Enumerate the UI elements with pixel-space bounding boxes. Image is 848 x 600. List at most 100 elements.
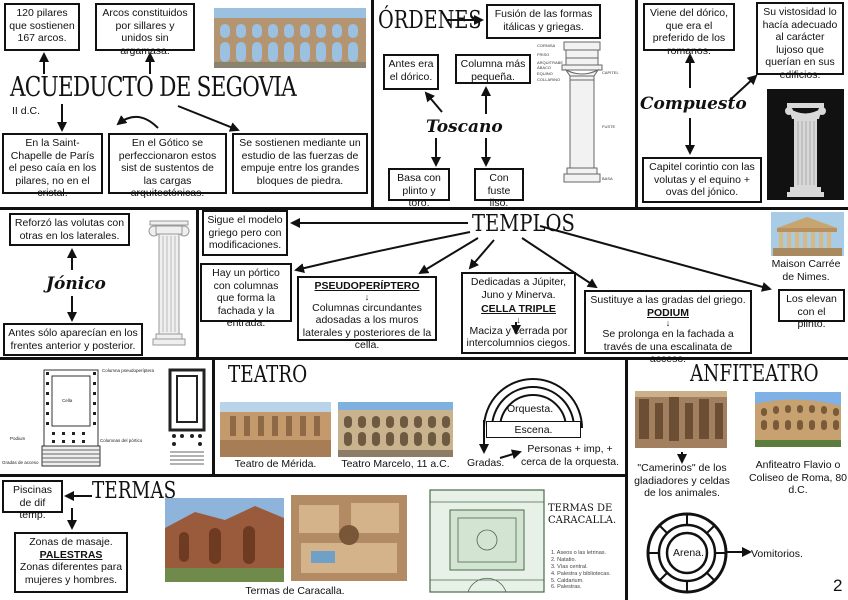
teatro-orquesta-label: Orquesta. <box>507 403 554 415</box>
teatro-escena-note: Escena. <box>486 421 581 438</box>
coliseo-caption: Anfiteatro Flavio o Coliseo de Roma, 80 … <box>748 459 848 497</box>
acueducto-title: ACUEDUCTO DE SEGOVIA <box>10 72 297 103</box>
page-number: 2 <box>833 576 843 595</box>
anfiteatro-title: ANFITEATRO <box>690 361 819 387</box>
templos-model-text: Sigue el modelo griego pero con modifica… <box>207 214 283 252</box>
acueducto-date: II d.C. <box>12 105 41 117</box>
diagram-label-abaco: ÁBACO <box>537 65 551 70</box>
caracalla-plan-item: 1. Aseos o las letrinas. <box>551 550 607 556</box>
diagram-label-arquitrabe: ARQUITRABE <box>537 60 563 65</box>
hypogeum-photo <box>635 391 727 448</box>
teatro-escena-text: Escena. <box>514 424 553 436</box>
caracalla-plan-item: 6. Palestras. <box>551 584 582 591</box>
acueducto-chapelle-note: En la Saint-Chapelle de París el peso ca… <box>2 133 103 199</box>
caracalla-plan-item: 3. Vías central. <box>551 563 588 570</box>
arrow-templos-dedicated <box>468 239 495 270</box>
teatro-title: TEATRO <box>228 362 308 388</box>
vomitorios-label: Vomitorios. <box>751 548 803 560</box>
diagram-label-friso: FRISO <box>537 52 549 57</box>
arrow-toscano-doric <box>424 91 443 113</box>
ordenes-fusion-text: Fusión de las formas itálicas y griegas. <box>494 8 593 33</box>
composite-column-image <box>767 89 844 200</box>
diagram-label-capitel: CAPITEL <box>602 70 619 75</box>
maison-carree-caption: Maison Carrée de Nimes. <box>771 258 841 283</box>
ordenes-smaller-column-note: Columna más pequeña. <box>455 54 531 84</box>
templos-elevated-note: Los elevan con el plinto. <box>778 289 845 330</box>
templos-replaces-text: Sustituye a las gradas del griego. <box>590 294 746 306</box>
divider-row1 <box>0 207 848 210</box>
templos-pseudo-text: Columnas circundantes adosadas a los mur… <box>302 301 432 352</box>
caracalla-plan-item: 4. Palestra y bibliotecas. <box>551 570 611 577</box>
acueducto-pillars-text: 120 pilares que sostienen 167 arcos. <box>9 7 75 45</box>
acueducto-photo <box>214 8 366 68</box>
termas-title: TERMAS <box>92 478 177 504</box>
caracalla-photo-1 <box>165 498 284 582</box>
plan-label-pseudo: Columna pseudoperíptera <box>102 368 155 373</box>
ordenes-shaft-note: Con fuste liso. <box>474 168 524 209</box>
templos-elevated-text: Los elevan con el plinto. <box>786 293 837 331</box>
plan-label-gradas: Gradas de acceso <box>2 460 39 465</box>
ordenes-title: ÓRDENES <box>378 6 482 34</box>
jonico-volutes-note: Reforzó las volutas con otras en los lat… <box>9 213 130 246</box>
caracalla-plan-title: TERMAS DE CARACALLA. <box>548 503 617 526</box>
ordenes-toscano-label: Toscano <box>426 117 503 137</box>
arena-diagram <box>646 512 728 594</box>
plan-label-podium: Podium <box>10 436 26 441</box>
diagram-label-collarino: COLLARINO <box>537 77 560 82</box>
jonico-volutes-text: Reforzó las volutas con otras en los lat… <box>14 217 125 242</box>
termas-massage-text: Zonas de masaje. <box>29 536 113 548</box>
templos-dedicated-text: Dedicadas a Júpiter, Juno y Minerva. <box>470 276 567 301</box>
diagram-label-basa: BASA <box>602 176 613 181</box>
caracalla-photo-2 <box>291 495 407 581</box>
acueducto-study-note: Se sostienen mediante un estudio de las … <box>232 133 368 194</box>
templos-portico-note: Hay un pórtico con columnas que forma la… <box>200 263 292 329</box>
templos-cella-title: CELLA TRIPLE <box>481 303 556 316</box>
acueducto-chapelle-text: En la Saint-Chapelle de París el peso ca… <box>8 137 97 200</box>
termas-pools-text: Piscinas de dif temp. <box>12 484 53 522</box>
diagram-label-cornisa: CORNISA <box>537 43 556 48</box>
compuesto-vistosidad-note: Su vistosidad lo hacía adecuado al carác… <box>756 2 844 81</box>
tuscan-column-diagram: CORNISA FRISO ARQUITRABE ÁBACO EQUINO CO… <box>536 38 631 204</box>
plan-label-portico: Columnas del pórtico <box>100 438 143 443</box>
camerinos-caption: "Camerinos" de los gladiadores y celdas … <box>634 462 730 500</box>
compuesto-from-doric-note: Viene del dórico, que era el preferido d… <box>643 3 735 57</box>
merida-photo <box>220 402 331 457</box>
templos-podium-note: Sustituye a las gradas del griego. PODIU… <box>584 290 752 365</box>
caracalla-plan-item: 2. Natatio. <box>551 556 577 563</box>
ionic-column-image <box>146 213 192 351</box>
termas-palestras-text: Zonas diferentes para mujeres y hombres. <box>19 561 123 586</box>
ordenes-before-doric-note: Antes era el dórico. <box>383 54 439 90</box>
templos-dedicated-note: Dedicadas a Júpiter, Juno y Minerva. CEL… <box>461 272 576 354</box>
divider-row3-left <box>0 474 625 477</box>
termas-palestras-note: Zonas de masaje. PALESTRAS Zonas diferen… <box>14 532 128 593</box>
templos-pseudo-title: PSEUDOPERÍPTERO <box>314 280 420 292</box>
termas-palestras-title: PALESTRAS <box>39 548 103 561</box>
arrow-gothic-chapelle <box>116 115 159 129</box>
ordenes-shaft-text: Con fuste liso. <box>487 172 511 210</box>
compuesto-title: Compuesto <box>640 94 747 114</box>
divider-row2 <box>0 357 848 360</box>
temple-plan-small <box>166 366 208 470</box>
templos-title: TEMPLOS <box>472 211 575 237</box>
theatre-arcs-diagram <box>478 370 588 430</box>
marcelo-caption: Teatro Marcelo, 11 a.C. <box>341 458 450 470</box>
caracalla-plan <box>428 488 546 594</box>
ordenes-fusion-note: Fusión de las formas itálicas y griegas. <box>486 4 601 39</box>
divider-acueducto-ordenes <box>371 0 374 209</box>
acueducto-study-text: Se sostienen mediante un estudio de las … <box>239 137 361 187</box>
temple-plan-drawing: Columna pseudoperíptera Cella Podium Gra… <box>2 362 162 472</box>
caracalla-plan-item: 5. Caldarium. <box>551 577 584 584</box>
teatro-gradas-label: Gradas. <box>467 457 505 469</box>
ordenes-base-note: Basa con plinto y toro. <box>388 168 450 209</box>
templos-portico-text: Hay un pórtico con columnas que forma la… <box>212 267 280 330</box>
diagram-label-equino: EQUINO <box>537 71 553 76</box>
compuesto-capital-text: Capitel corintio con las volutas y el eq… <box>649 161 755 199</box>
caracalla-plan-list: 1. Aseos o las letrinas. 2. Natatio. 3. … <box>551 550 611 591</box>
marcelo-photo <box>338 402 453 457</box>
compuesto-capital-note: Capitel corintio con las volutas y el eq… <box>642 157 762 203</box>
jonico-fronts-note: Antes sólo aparecían en los frentes ante… <box>3 323 143 356</box>
divider-teatro-anfiteatro <box>625 357 628 600</box>
teatro-people-note: Personas + imp, + cerca de la orquesta. <box>520 443 620 468</box>
divider-ordenes-compuesto <box>635 0 638 209</box>
compuesto-from-doric-text: Viene del dórico, que era el preferido d… <box>649 7 729 57</box>
